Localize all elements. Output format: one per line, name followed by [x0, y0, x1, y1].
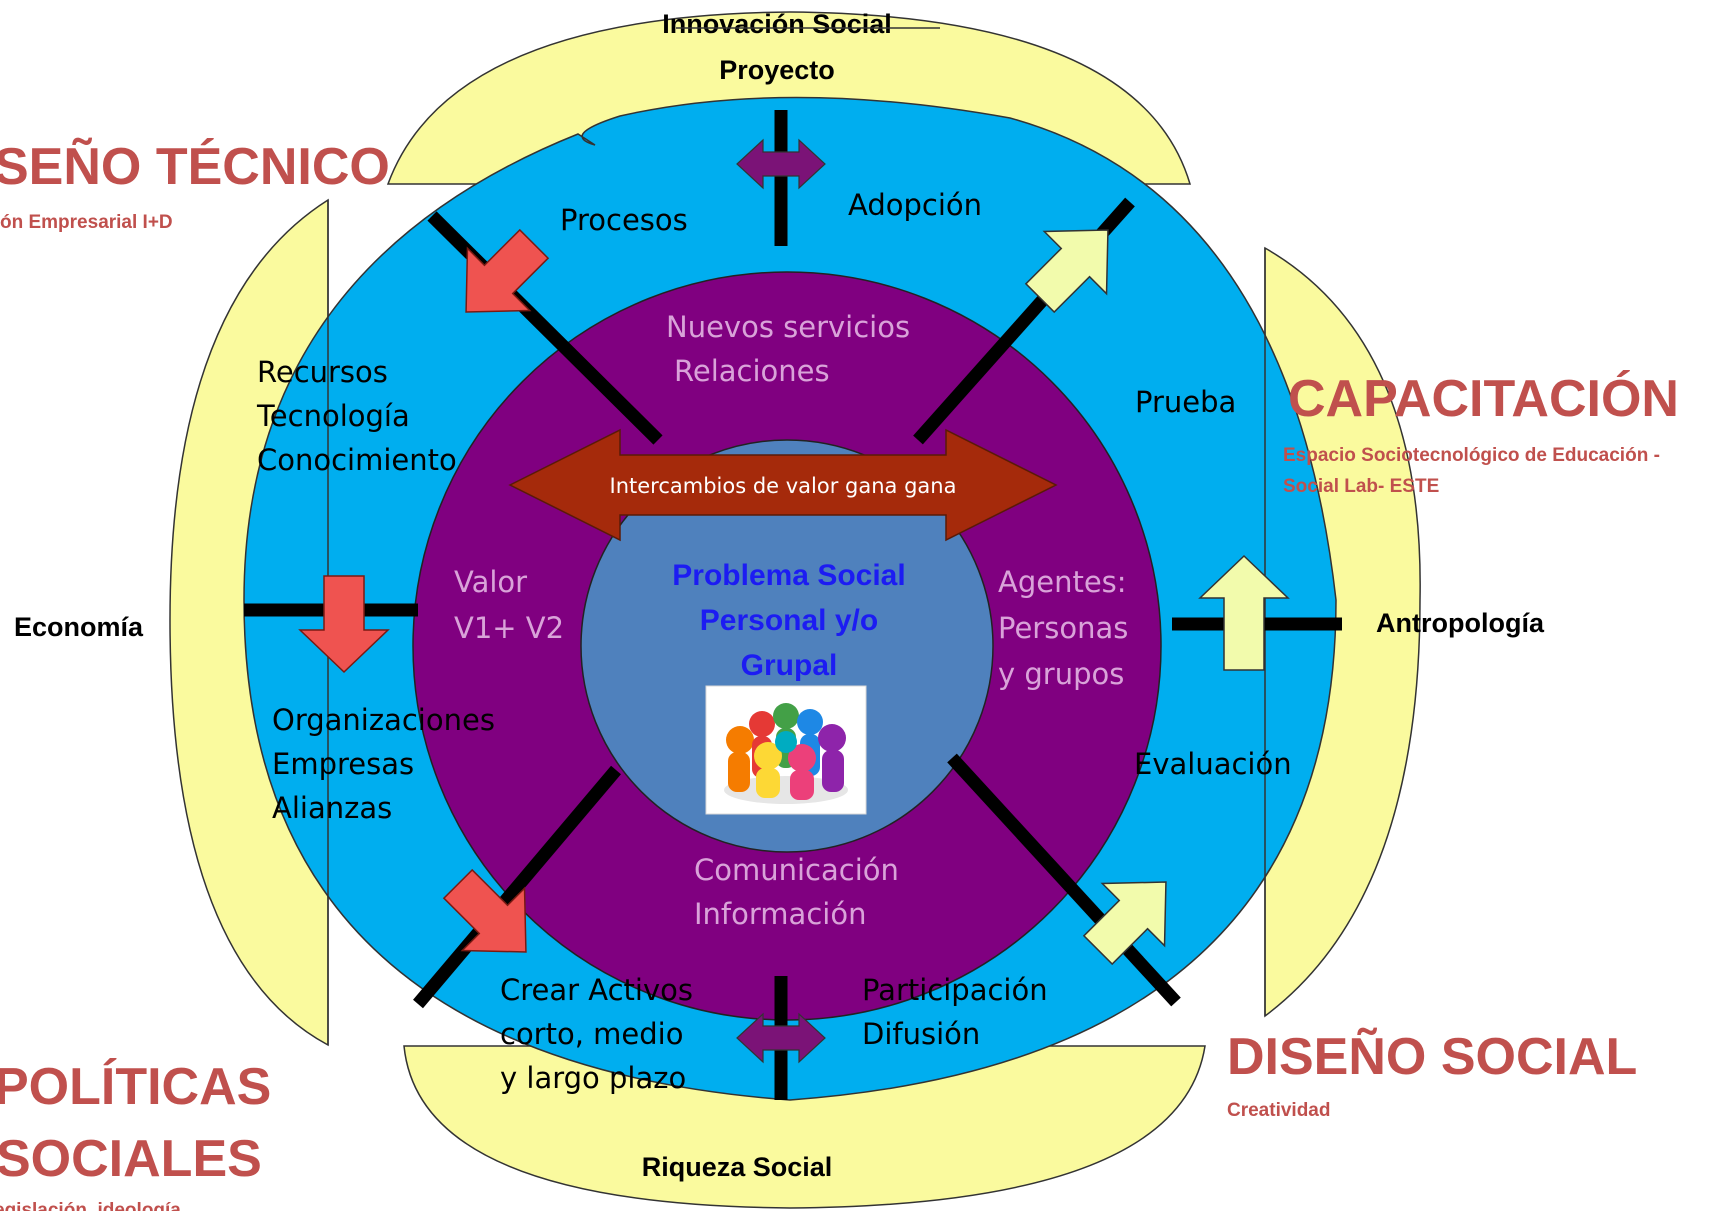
- label-agentes-2: Personas: [998, 611, 1128, 645]
- core-circle: [580, 439, 994, 853]
- exchange-arrow: [508, 428, 1058, 542]
- label-evaluacion: Evaluación: [1134, 747, 1292, 781]
- purple-double-arrow-bottom: [736, 1012, 826, 1064]
- label-adopcion: Adopción: [848, 188, 982, 222]
- label-crear-activos-1: Crear Activos: [500, 973, 693, 1007]
- heading-capacitacion-title: CAPACITACIÓN: [1288, 370, 1679, 428]
- headings: SEÑO TÉCNICO ón Empresarial I+D CAPACITA…: [0, 137, 1679, 1211]
- label-agentes-3: y grupos: [998, 657, 1124, 691]
- spoke-bottom-left: [413, 765, 621, 1009]
- heading-politicas-line1: POLÍTICAS: [0, 1058, 271, 1116]
- label-comunicacion-1: Comunicación: [694, 853, 899, 887]
- label-organizaciones-1: Organizaciones: [272, 703, 495, 737]
- label-organizaciones-2: Empresas: [272, 747, 414, 781]
- heading-capacitacion-subtitle-2: Social Lab- ESTE: [1283, 476, 1439, 497]
- pod-top-title: Innovación Social: [662, 9, 892, 39]
- purple-double-arrow-top: [736, 138, 826, 190]
- red-arrows: [298, 228, 550, 953]
- bottom-pod: [403, 1045, 1206, 1209]
- label-nuevos-2: Relaciones: [674, 354, 830, 388]
- label-procesos: Procesos: [560, 203, 688, 237]
- label-prueba: Prueba: [1135, 385, 1236, 419]
- label-organizaciones-3: Alianzas: [272, 791, 392, 825]
- pod-top-subtitle: Proyecto: [719, 55, 835, 85]
- heading-politicas-subtitle: egislación, ideología: [0, 1200, 181, 1211]
- red-arrow-left: [298, 575, 390, 674]
- label-comunicacion-2: Información: [694, 897, 866, 931]
- core-line-3: Grupal: [741, 649, 838, 682]
- label-recursos-2: Tecnología: [256, 399, 410, 433]
- label-valor-2: V1+ V2: [454, 611, 564, 645]
- heading-tecnico-title: SEÑO TÉCNICO: [0, 137, 390, 196]
- middle-ring-labels: Nuevos servicios Relaciones Valor V1+ V2…: [454, 310, 1128, 931]
- core-line-2: Personal y/o: [700, 604, 878, 637]
- label-agentes-1: Agentes:: [998, 565, 1127, 599]
- yellow-arrow-right: [1198, 554, 1290, 671]
- heading-capacitacion-subtitle-1: Espacio Sociotecnológico de Educación -: [1283, 445, 1660, 466]
- pod-bottom-label: Riqueza Social: [642, 1152, 833, 1182]
- pod-labels: Innovación Social Proyecto Riqueza Socia…: [14, 9, 1545, 1182]
- outer-ring-labels: Procesos Adopción Recursos Tecnología Co…: [256, 188, 1292, 1095]
- red-arrow-top-left: [465, 228, 550, 313]
- label-valor-1: Valor: [454, 565, 527, 599]
- exchange-arrow-label: Intercambios de valor gana gana: [610, 474, 957, 498]
- pod-right-label: Antropología: [1376, 608, 1545, 638]
- yellow-arrow-bottom-right: [1082, 881, 1167, 966]
- label-participacion-1: Participación: [862, 973, 1048, 1007]
- yellow-arrow-top-right: [1024, 229, 1109, 314]
- spoke-bottom-right: [947, 753, 1181, 1007]
- label-crear-activos-3: y largo plazo: [500, 1061, 686, 1095]
- pod-left-label: Economía: [14, 612, 144, 642]
- label-recursos-1: Recursos: [257, 355, 388, 389]
- heading-social-title: DISEÑO SOCIAL: [1227, 1027, 1637, 1086]
- core-line-1: Problema Social: [672, 559, 905, 592]
- heading-politicas-line2: SOCIALES: [0, 1130, 262, 1188]
- label-nuevos-1: Nuevos servicios: [666, 310, 910, 344]
- label-crear-activos-2: corto, medio: [500, 1017, 683, 1051]
- purple-arrows: [736, 138, 826, 1064]
- people-circle-icon: [705, 685, 867, 815]
- heading-social-subtitle: Creatividad: [1227, 1100, 1330, 1121]
- label-participacion-2: Difusión: [862, 1017, 980, 1051]
- label-recursos-3: Conocimiento: [257, 443, 457, 477]
- heading-tecnico-subtitle: ón Empresarial I+D: [0, 212, 173, 233]
- core-text: Problema Social Personal y/o Grupal: [672, 559, 905, 682]
- yellow-arrows: [1024, 229, 1290, 966]
- red-arrow-bottom-left: [442, 868, 527, 953]
